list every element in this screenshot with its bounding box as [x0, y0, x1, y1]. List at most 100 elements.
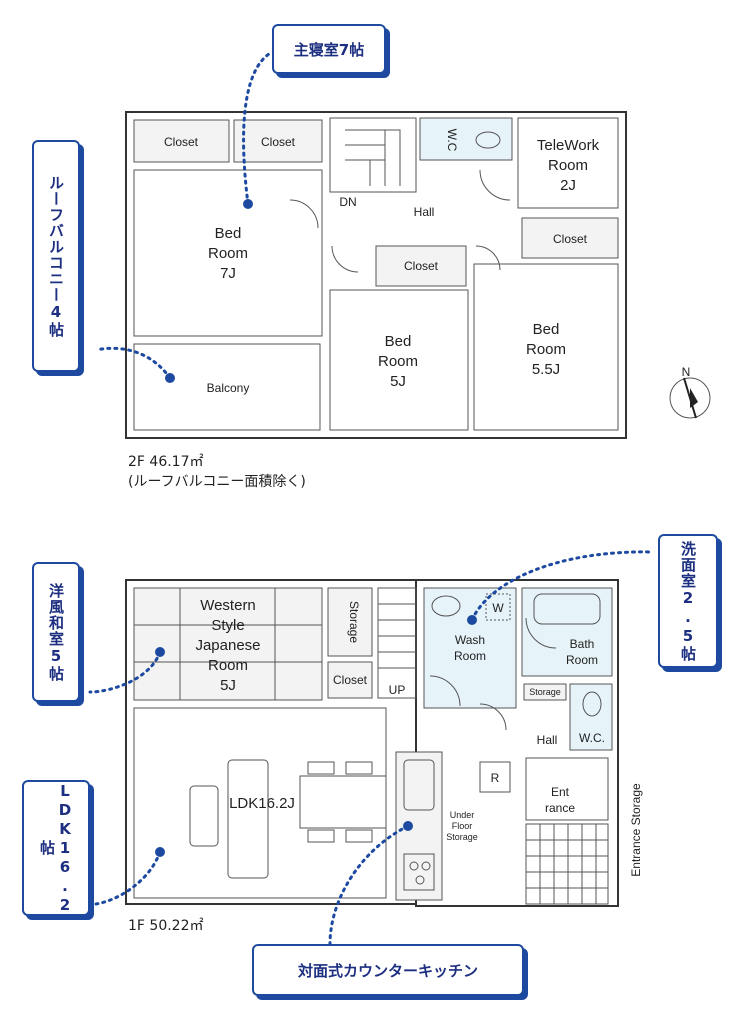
- callout-master-bed-text: 主寝室7帖: [293, 40, 365, 59]
- stairs-1f-steps: [378, 603, 416, 669]
- floor-2-area: 2F 46.17㎡: [128, 454, 204, 470]
- bedroom-5-5j-label-3: 5.5J: [532, 361, 560, 378]
- callout-ldk: LDK16.2帖: [22, 780, 90, 916]
- closet-2f-d-label: Closet: [553, 232, 588, 246]
- bedroom-7j-label-3: 7J: [220, 265, 236, 282]
- japanese-room-label-4: Room: [208, 657, 248, 674]
- burner: [409, 861, 419, 871]
- wash-room-label-1: Wash: [455, 633, 485, 647]
- refrigerator: [479, 761, 511, 793]
- bath-room: [521, 587, 613, 677]
- callout-kitchen: 対面式カウンターキッチン: [252, 944, 524, 996]
- floor-1-area: 1F 50.22㎡: [128, 918, 204, 934]
- compass: N: [669, 365, 711, 419]
- down-label: DN: [339, 195, 356, 209]
- leader-wash-room: [470, 550, 654, 622]
- closet-1f: [327, 661, 373, 699]
- toilet-2f: [475, 131, 501, 149]
- dining-chair: [345, 829, 373, 843]
- dining-chair: [345, 761, 373, 775]
- wc-2f-label: W.C: [445, 129, 459, 152]
- door-swing: [331, 245, 359, 273]
- tile-grid: [526, 824, 608, 904]
- small-storage: [523, 683, 567, 701]
- balcony-label: Balcony: [207, 381, 250, 395]
- leader-kitchen: [328, 824, 410, 946]
- callout-kitchen-text: 対面式カウンターキッチン: [297, 961, 478, 980]
- closet-2f-c-label: Closet: [404, 259, 439, 273]
- wash-basin: [431, 595, 461, 617]
- marker-kitchen: [403, 821, 413, 831]
- stairs-1f: [377, 587, 417, 699]
- storage-1f: [327, 587, 373, 657]
- callout-leaders: [88, 50, 654, 946]
- kitchen-counter: [395, 751, 443, 901]
- floor-2-area-note: (ルーフバルコニー面積除く): [128, 474, 306, 490]
- kitchen-sink: [403, 759, 435, 811]
- toilet-1f: [582, 691, 602, 717]
- tatami-lines: [134, 588, 322, 700]
- bath-room-label-2: Room: [566, 653, 598, 667]
- burner: [421, 861, 431, 871]
- bedroom-7j-label-1: Bed: [215, 225, 242, 242]
- entrance-tiles: [525, 823, 609, 905]
- washer-label: W: [492, 601, 504, 615]
- dining-table: [299, 775, 387, 829]
- door-swing: [525, 617, 557, 649]
- telework-label-1: TeleWork: [537, 137, 600, 154]
- entrance-storage-label: Entrance Storage: [629, 783, 643, 877]
- hall-2f-label: Hall: [414, 205, 435, 219]
- dining-chair: [307, 829, 335, 843]
- bedroom-7j-label-2: Room: [208, 245, 248, 262]
- marker-roof-balcony: [165, 373, 175, 383]
- stairs-2f-steps: [345, 129, 401, 186]
- callout-wash-room-text: 洗面室2.5帖: [679, 540, 697, 662]
- refrigerator-label: R: [491, 771, 500, 785]
- door-swing: [429, 675, 461, 707]
- japanese-room-label-3: Japanese: [195, 637, 260, 654]
- leader-ldk: [94, 850, 162, 906]
- callout-japanese-room: 洋風和室5帖: [32, 562, 80, 702]
- closet-2f-d: [521, 217, 619, 259]
- bedroom-7j: [133, 169, 323, 337]
- wash-room: [423, 587, 517, 709]
- bedroom-5j: [329, 289, 469, 431]
- marker-wash-room: [467, 615, 477, 625]
- closet-2f-b: [233, 119, 323, 163]
- closet-2f-a-label: Closet: [164, 135, 199, 149]
- under-floor-label-3: Storage: [446, 832, 478, 842]
- bedroom-5j-label-3: 5J: [390, 373, 406, 390]
- floor-2-plan: Closet Closet Bed Room 7J Balcony W.C Te…: [125, 111, 627, 490]
- up-label: UP: [389, 683, 406, 697]
- entrance-label-1: Ent: [551, 785, 570, 799]
- callout-roof-balcony-text: ルーフバルコニー4帖: [47, 174, 65, 338]
- bedroom-5j-label-2: Room: [378, 353, 418, 370]
- callout-ldk-text: LDK16.2帖: [38, 781, 74, 915]
- marker-master-bed: [243, 199, 253, 209]
- small-storage-label: Storage: [529, 687, 561, 697]
- closet-2f-b-label: Closet: [261, 135, 296, 149]
- callout-wash-room: 洗面室2.5帖: [658, 534, 718, 668]
- door-swing: [479, 703, 507, 731]
- dining-chair: [307, 761, 335, 775]
- compass-north-label: N: [682, 365, 691, 379]
- compass-arrow-icon: [690, 388, 698, 408]
- ldk-label: LDK16.2J: [229, 795, 295, 812]
- leader-roof-balcony: [94, 346, 172, 380]
- closet-2f-a: [133, 119, 230, 163]
- leader-master-bed: [242, 50, 274, 206]
- japanese-room-label-1: Western: [200, 597, 256, 614]
- callout-japanese-room-text: 洋風和室5帖: [47, 582, 65, 682]
- bedroom-5j-label-1: Bed: [385, 333, 412, 350]
- japanese-room-label-5: 5J: [220, 677, 236, 694]
- marker-japanese-room: [155, 647, 165, 657]
- japanese-room-label-2: Style: [211, 617, 244, 634]
- bedroom-5-5j: [473, 263, 619, 431]
- bath-room-label-1: Bath: [570, 637, 595, 651]
- door-swing: [479, 169, 511, 201]
- bedroom-5-5j-label-1: Bed: [533, 321, 560, 338]
- burner: [415, 875, 425, 885]
- bedroom-5-5j-label-2: Room: [526, 341, 566, 358]
- sofa: [227, 759, 269, 879]
